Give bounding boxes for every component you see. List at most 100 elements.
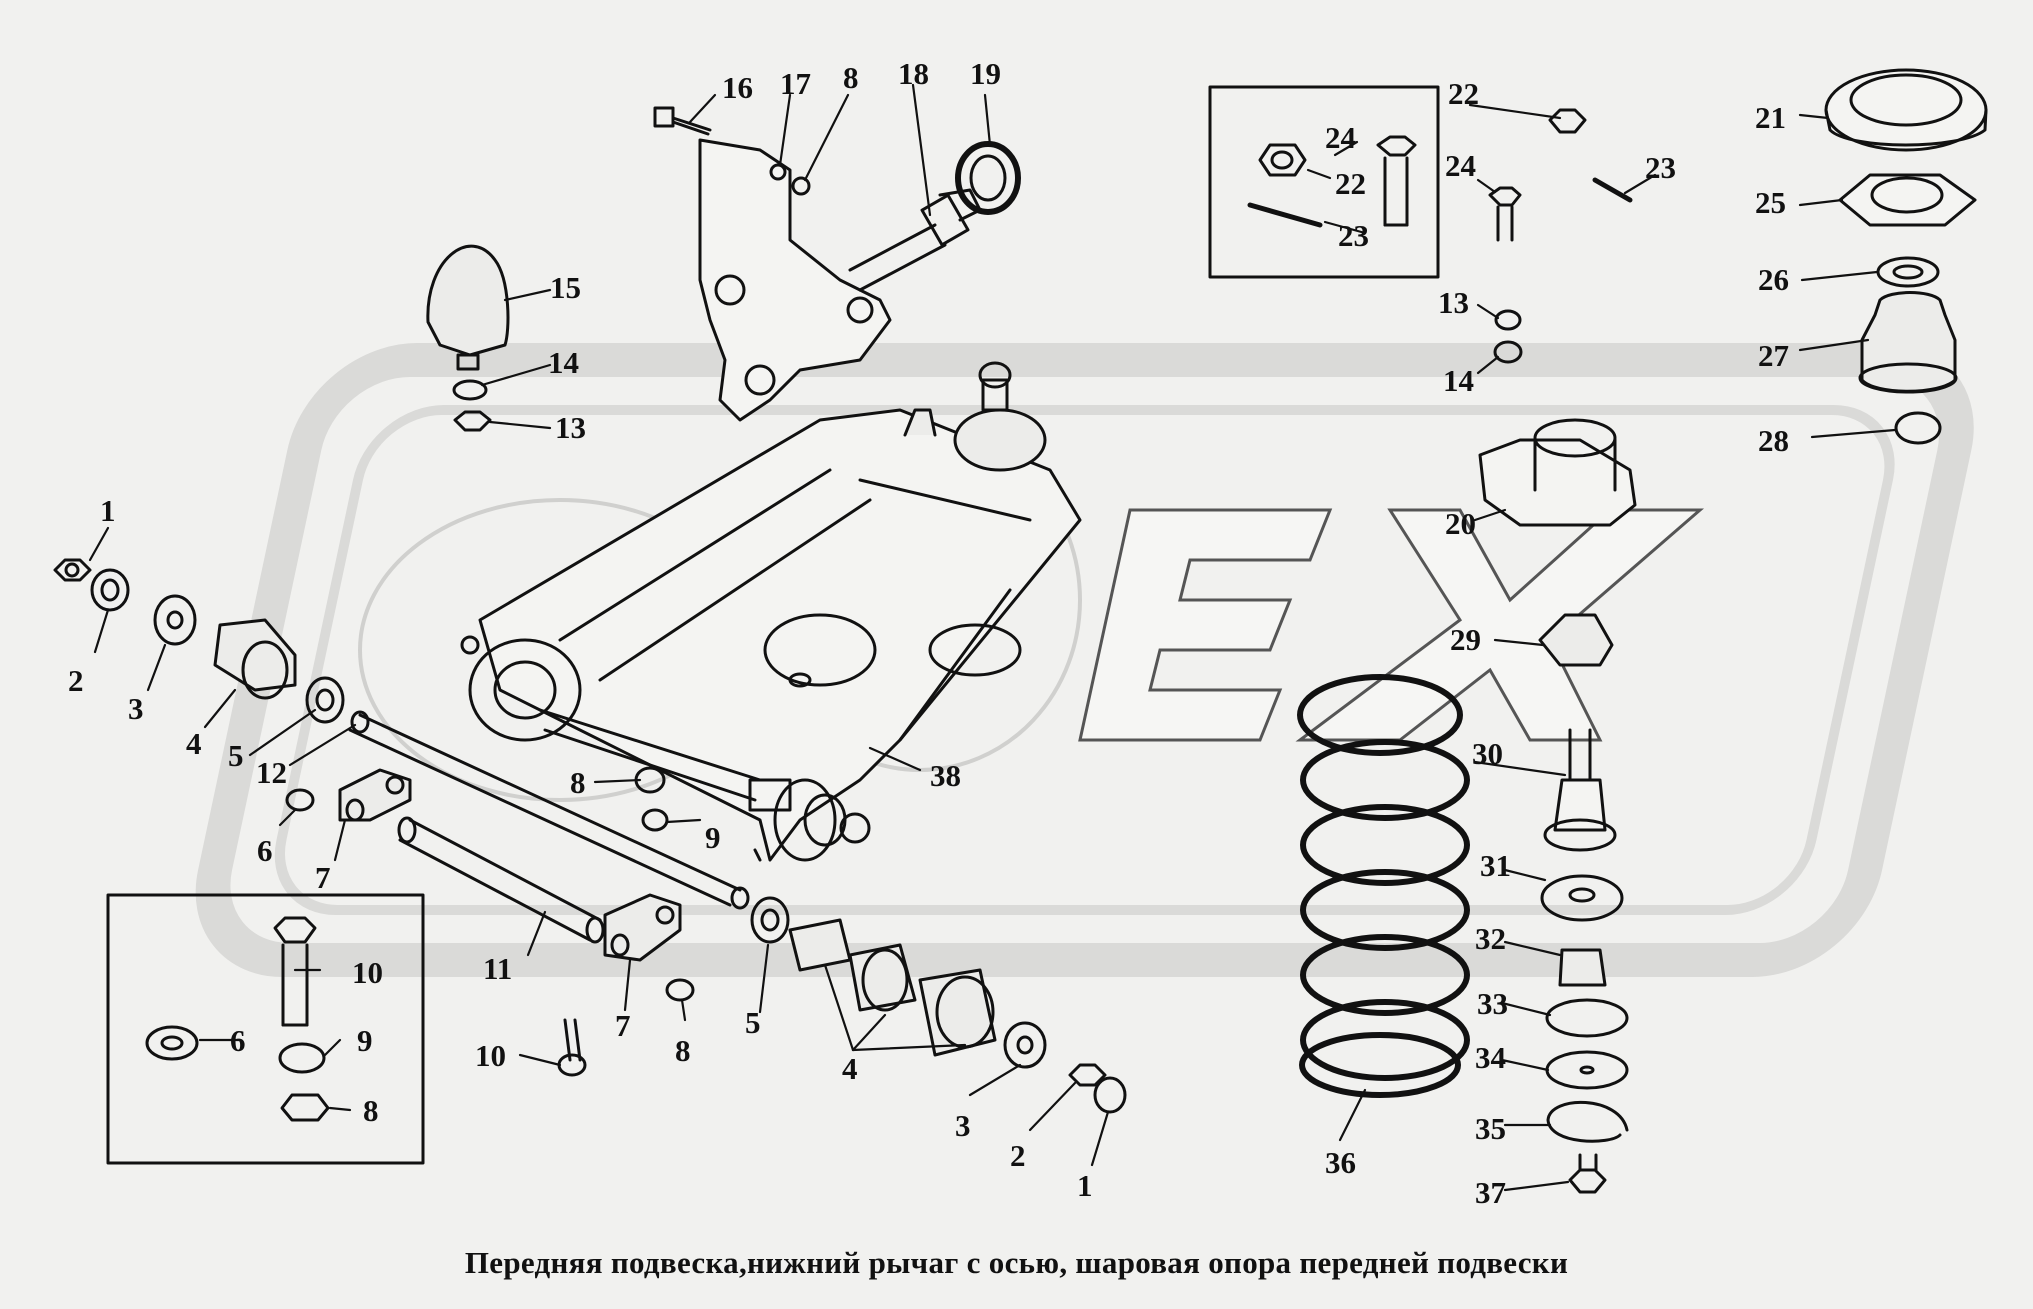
callout-31: 31 (1480, 848, 1511, 883)
bolt-10-loose (557, 1018, 587, 1077)
callout-12: 12 (256, 755, 287, 790)
callout-4: 4 (842, 1051, 858, 1086)
coil-spring-36 (1297, 674, 1470, 1098)
callout-8: 8 (363, 1093, 379, 1128)
clamp-7-right (603, 893, 682, 962)
callout-23: 23 (1645, 150, 1676, 185)
watermark-letters (358, 428, 1705, 802)
washer-17 (769, 163, 787, 181)
bump-stop-15 (426, 244, 510, 432)
callout-26: 26 (1758, 262, 1789, 297)
nut-8-low (665, 978, 695, 1002)
callout-2: 2 (1010, 1138, 1026, 1173)
callout-5: 5 (745, 1005, 761, 1040)
callout-38: 38 (930, 758, 961, 793)
callout-22: 22 (1335, 166, 1366, 201)
callout-8: 8 (843, 60, 859, 95)
callout-18: 18 (898, 56, 929, 91)
bolt-16 (653, 106, 712, 136)
callout-3: 3 (128, 691, 144, 726)
callout-34: 34 (1475, 1040, 1506, 1075)
nut-22 (1548, 108, 1587, 134)
callout-28: 28 (1758, 423, 1789, 458)
washer-14-right (1493, 340, 1523, 364)
lower-arm-38 (460, 361, 1082, 862)
callout-37: 37 (1475, 1175, 1506, 1210)
callout-1: 1 (100, 493, 116, 528)
callout-30: 30 (1472, 736, 1503, 771)
callout-4: 4 (186, 726, 202, 761)
seal-19 (955, 141, 1021, 215)
washer-9 (641, 808, 669, 832)
watermark-logo (195, 343, 1974, 977)
callout-10: 10 (475, 1038, 506, 1073)
bearing-21 (1824, 68, 1988, 152)
diagram-caption: Передняя подвеска,нижний рычаг с осью, ш… (464, 1245, 1569, 1280)
callout-15: 15 (550, 270, 581, 305)
callout-17: 17 (780, 66, 811, 101)
support-25 (1838, 173, 1977, 227)
callout-16: 16 (722, 70, 753, 105)
callout-11: 11 (483, 951, 513, 986)
callout-3: 3 (955, 1108, 971, 1143)
callout-5: 5 (228, 738, 244, 773)
callout-7: 7 (315, 860, 331, 895)
callout-27: 27 (1758, 338, 1789, 373)
callout-7: 7 (615, 1008, 631, 1043)
callout-8: 8 (570, 765, 586, 800)
callout-22: 22 (1448, 76, 1479, 111)
nut-13-right (1494, 309, 1522, 331)
inset-box-top (1208, 85, 1440, 279)
callout-24: 24 (1445, 148, 1476, 183)
nut-8-boxed (280, 1093, 330, 1122)
callout-13: 13 (1438, 285, 1469, 320)
callout-32: 32 (1475, 921, 1506, 956)
callout-24: 24 (1325, 120, 1356, 155)
callout-20: 20 (1445, 506, 1476, 541)
sleeve-28 (1894, 411, 1942, 445)
sleeve-11 (397, 816, 605, 944)
bolt-24 (1488, 186, 1522, 242)
callout-9: 9 (357, 1023, 373, 1058)
callout-13: 13 (555, 410, 586, 445)
callout-9: 9 (705, 820, 721, 855)
left-bushing-group (53, 558, 345, 724)
callout-23: 23 (1338, 218, 1369, 253)
line-art (53, 68, 1988, 1194)
callout-33: 33 (1477, 986, 1508, 1021)
steering-knuckle (698, 138, 982, 422)
right-bushing-group (750, 896, 1127, 1114)
callout-6: 6 (230, 1023, 246, 1058)
clamp-7-left (338, 768, 412, 822)
castle-nut-22-boxed (1258, 143, 1307, 177)
axle-shaft-12 (348, 710, 750, 910)
callout-36: 36 (1325, 1145, 1356, 1180)
callout-25: 25 (1755, 185, 1786, 220)
callout-10: 10 (352, 955, 383, 990)
washer-26 (1876, 256, 1940, 288)
bolt-10-boxed (273, 916, 317, 1027)
washer-6 (285, 788, 315, 812)
washer-6-boxed (145, 1025, 199, 1061)
callout-6: 6 (257, 833, 273, 868)
bolt-24-boxed (1376, 135, 1417, 227)
nut-8-top (791, 176, 811, 196)
callout-2: 2 (68, 663, 84, 698)
callout-29: 29 (1450, 622, 1481, 657)
callout-1: 1 (1077, 1168, 1093, 1203)
callout-19: 19 (970, 56, 1001, 91)
callout-14: 14 (1443, 363, 1474, 398)
buffer-27 (1858, 291, 1958, 394)
pin-23-boxed (1247, 202, 1323, 228)
washer-9-boxed (278, 1042, 326, 1074)
callout-21: 21 (1755, 100, 1786, 135)
ball-joint-stack (1538, 613, 1629, 1194)
callout-14: 14 (548, 345, 579, 380)
leader-lines (88, 83, 1897, 1192)
inset-box-bottom (106, 893, 425, 1165)
spring-cup-20 (1478, 418, 1637, 527)
pin-23 (1592, 177, 1633, 203)
callout-35: 35 (1475, 1111, 1506, 1146)
